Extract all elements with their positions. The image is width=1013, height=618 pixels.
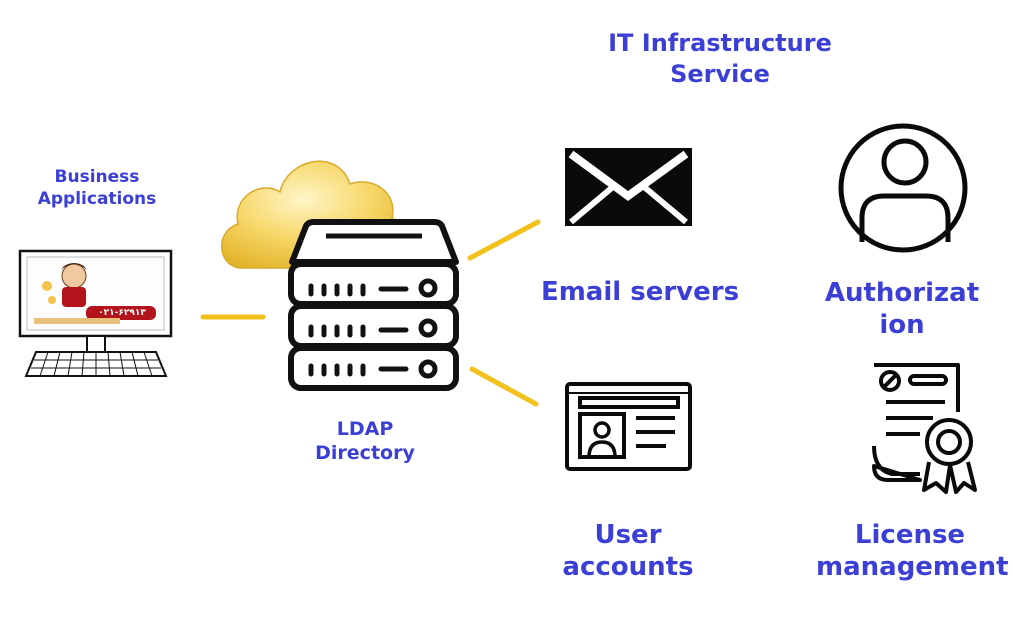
license-management-line2: management — [816, 552, 1009, 582]
page-title: IT Infrastructure Service — [600, 28, 840, 90]
server-stack-icon — [288, 219, 459, 391]
ldap-directory-line2: Directory — [315, 442, 415, 464]
user-circle-icon — [838, 123, 968, 253]
page-title-line1: IT Infrastructure — [608, 29, 832, 57]
email-servers-line1: Email servers — [540, 277, 740, 307]
envelope-icon — [565, 148, 692, 226]
certificate-icon — [872, 363, 977, 494]
ldap-directory-line1: LDAP — [336, 418, 394, 440]
id-card-icon — [565, 382, 692, 471]
screen-banner-bg — [86, 306, 156, 320]
desktop-computer-icon — [18, 249, 173, 377]
business-applications-line1: Business — [54, 167, 140, 187]
user-accounts-line2: accounts — [562, 552, 694, 582]
screen-banner-text: ۰۲۱-۶۲۹۱۳ — [98, 308, 146, 318]
email-servers-label: Email servers — [540, 276, 740, 308]
authorization-label: Authorizat ion — [822, 277, 982, 341]
connectors — [200, 219, 541, 407]
user-accounts-line1: User — [594, 520, 662, 550]
license-management-label: License management — [816, 519, 1009, 583]
authorization-line1: Authorizat — [824, 278, 980, 308]
user-accounts-label: User accounts — [548, 519, 708, 583]
connector-ldap-to-email — [467, 219, 541, 261]
mascot-image — [42, 263, 87, 307]
connector-ldap-to-accounts — [469, 366, 539, 407]
business-applications-label: Business Applications — [22, 166, 172, 210]
page-title-line2: Service — [670, 60, 770, 88]
ldap-directory-label: LDAP Directory — [300, 417, 430, 465]
license-management-line1: License — [854, 520, 966, 550]
business-applications-line2: Applications — [37, 189, 157, 209]
authorization-line2: ion — [879, 310, 925, 340]
